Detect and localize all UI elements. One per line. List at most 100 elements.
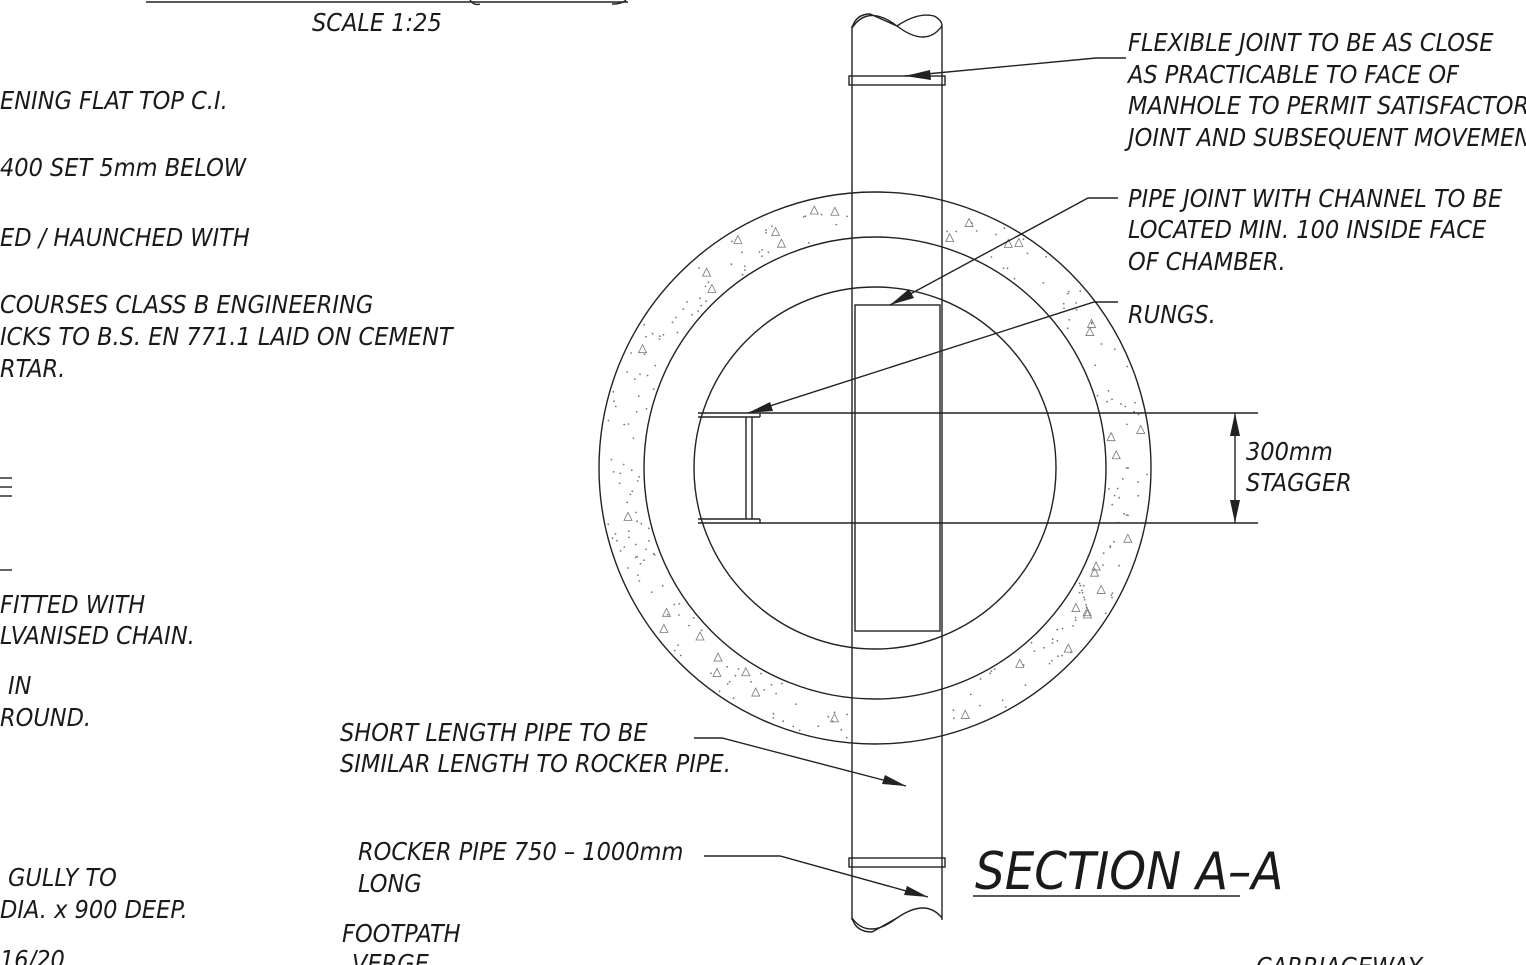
concrete-dot — [1001, 699, 1004, 702]
concrete-dot — [767, 251, 770, 254]
concrete-dot — [761, 249, 764, 251]
concrete-dot — [623, 423, 626, 426]
concrete-aggregate — [1111, 449, 1121, 460]
concrete-dot — [636, 520, 638, 523]
footpath-label: FOOTPATH — [342, 919, 461, 948]
concrete-dot — [659, 335, 661, 338]
concrete-dot — [646, 374, 649, 377]
concrete-dot — [765, 229, 767, 232]
concrete-dot — [652, 552, 655, 555]
rungs — [698, 412, 1258, 524]
concrete-dot — [775, 692, 777, 695]
concrete-dot — [1006, 267, 1009, 270]
concrete-dot — [1107, 390, 1110, 392]
concrete-dot — [1125, 514, 1128, 516]
concrete-dot — [674, 316, 677, 319]
concrete-dot — [638, 476, 640, 478]
concrete-aggregate — [1086, 318, 1097, 328]
left-note-8: LVANISED CHAIN. — [0, 621, 195, 650]
concrete-dot — [1096, 394, 1099, 397]
concrete-dot — [612, 390, 615, 393]
concrete-dot — [707, 281, 710, 284]
concrete-dot — [619, 550, 622, 552]
concrete-dot — [671, 321, 674, 324]
concrete-dot — [1137, 481, 1139, 483]
short-length-line-2: SIMILAR LENGTH TO ROCKER PIPE. — [340, 749, 731, 778]
concrete-aggregate — [701, 267, 712, 277]
concrete-aggregate — [776, 238, 787, 248]
concrete-dot — [1137, 413, 1140, 416]
flexible-joint-line-2: AS PRACTICABLE TO FACE OF — [1126, 60, 1460, 89]
concrete-dot — [1079, 290, 1082, 293]
concrete-dot — [741, 273, 744, 276]
concrete-dot — [623, 546, 626, 548]
concrete-dot — [761, 255, 763, 257]
concrete-dot — [643, 324, 645, 326]
concrete-dot — [654, 364, 657, 367]
concrete-dot — [1121, 478, 1124, 480]
concrete-dot — [1127, 514, 1129, 517]
concrete-dot — [653, 554, 656, 556]
concrete-dot — [1033, 650, 1036, 652]
concrete-dot — [688, 624, 690, 627]
concrete-dot — [1113, 540, 1115, 543]
rungs-leader — [747, 301, 1118, 414]
concrete-dot — [817, 725, 820, 728]
concrete-dot — [678, 614, 680, 616]
concrete-dot — [758, 251, 761, 253]
flexible-joint-callout: FLEXIBLE JOINT TO BE AS CLOSE AS PRACTIC… — [1124, 28, 1526, 152]
concrete-dot — [772, 717, 775, 719]
rocker-pipe-line-2: LONG — [358, 869, 422, 898]
concrete-dot — [1104, 612, 1107, 615]
concrete-dot — [1126, 423, 1128, 426]
concrete-dot — [1113, 494, 1116, 497]
concrete-dot — [750, 680, 752, 683]
stagger-label-1: 300mm — [1246, 437, 1333, 466]
left-note-3: ED / HAUNCHED WITH — [0, 223, 250, 252]
concrete-dot — [614, 533, 617, 535]
concrete-dot — [955, 230, 958, 233]
chamber-wall-inner — [693, 286, 1057, 650]
left-note-10: ROUND. — [0, 703, 91, 732]
pipe-joint-line-1: PIPE JOINT WITH CHANNEL TO BE — [1128, 184, 1503, 213]
concrete-dot — [744, 265, 746, 268]
concrete-aggregate — [751, 687, 761, 697]
scale-label: SCALE 1:25 — [312, 8, 442, 37]
concrete-dot — [692, 617, 695, 619]
concrete-dot — [627, 530, 630, 532]
concrete-dot — [651, 332, 654, 335]
concrete-dot — [737, 668, 740, 670]
concrete-dot — [1066, 327, 1069, 330]
verge-label: VERGE — [352, 949, 430, 965]
concrete-dot — [1066, 292, 1069, 295]
concrete-dot — [1100, 343, 1103, 345]
pipe-joint-line-3: OF CHAMBER. — [1128, 247, 1286, 276]
concrete-dot — [1048, 662, 1051, 665]
concrete-dot — [645, 335, 647, 338]
concrete-aggregate — [661, 607, 672, 617]
concrete-dot — [634, 543, 637, 546]
concrete-dot — [760, 672, 762, 675]
concrete-dot — [1056, 640, 1059, 642]
flexible-joint-leader — [904, 57, 1126, 80]
concrete-dot — [1102, 552, 1105, 555]
concrete-dot — [990, 256, 993, 258]
concrete-dot — [610, 458, 613, 461]
concrete-aggregate — [695, 631, 705, 641]
left-note-2: 400 SET 5mm BELOW — [0, 153, 247, 182]
manhole-plan — [598, 191, 1152, 745]
concrete-dot — [726, 665, 729, 668]
concrete-dot — [952, 709, 955, 712]
concrete-dot — [1110, 594, 1113, 596]
concrete-dot — [691, 313, 693, 316]
concrete-dot — [1111, 592, 1114, 594]
concrete-aggregate — [659, 623, 669, 633]
left-note-6: RTAR. — [0, 354, 65, 383]
concrete-dot — [782, 720, 784, 723]
concrete-dot — [1134, 401, 1136, 404]
concrete-dot — [952, 717, 955, 720]
concrete-dot — [1090, 321, 1093, 324]
concrete-dot — [1123, 512, 1126, 515]
concrete-dot — [827, 715, 830, 718]
concrete-dot — [636, 555, 639, 558]
